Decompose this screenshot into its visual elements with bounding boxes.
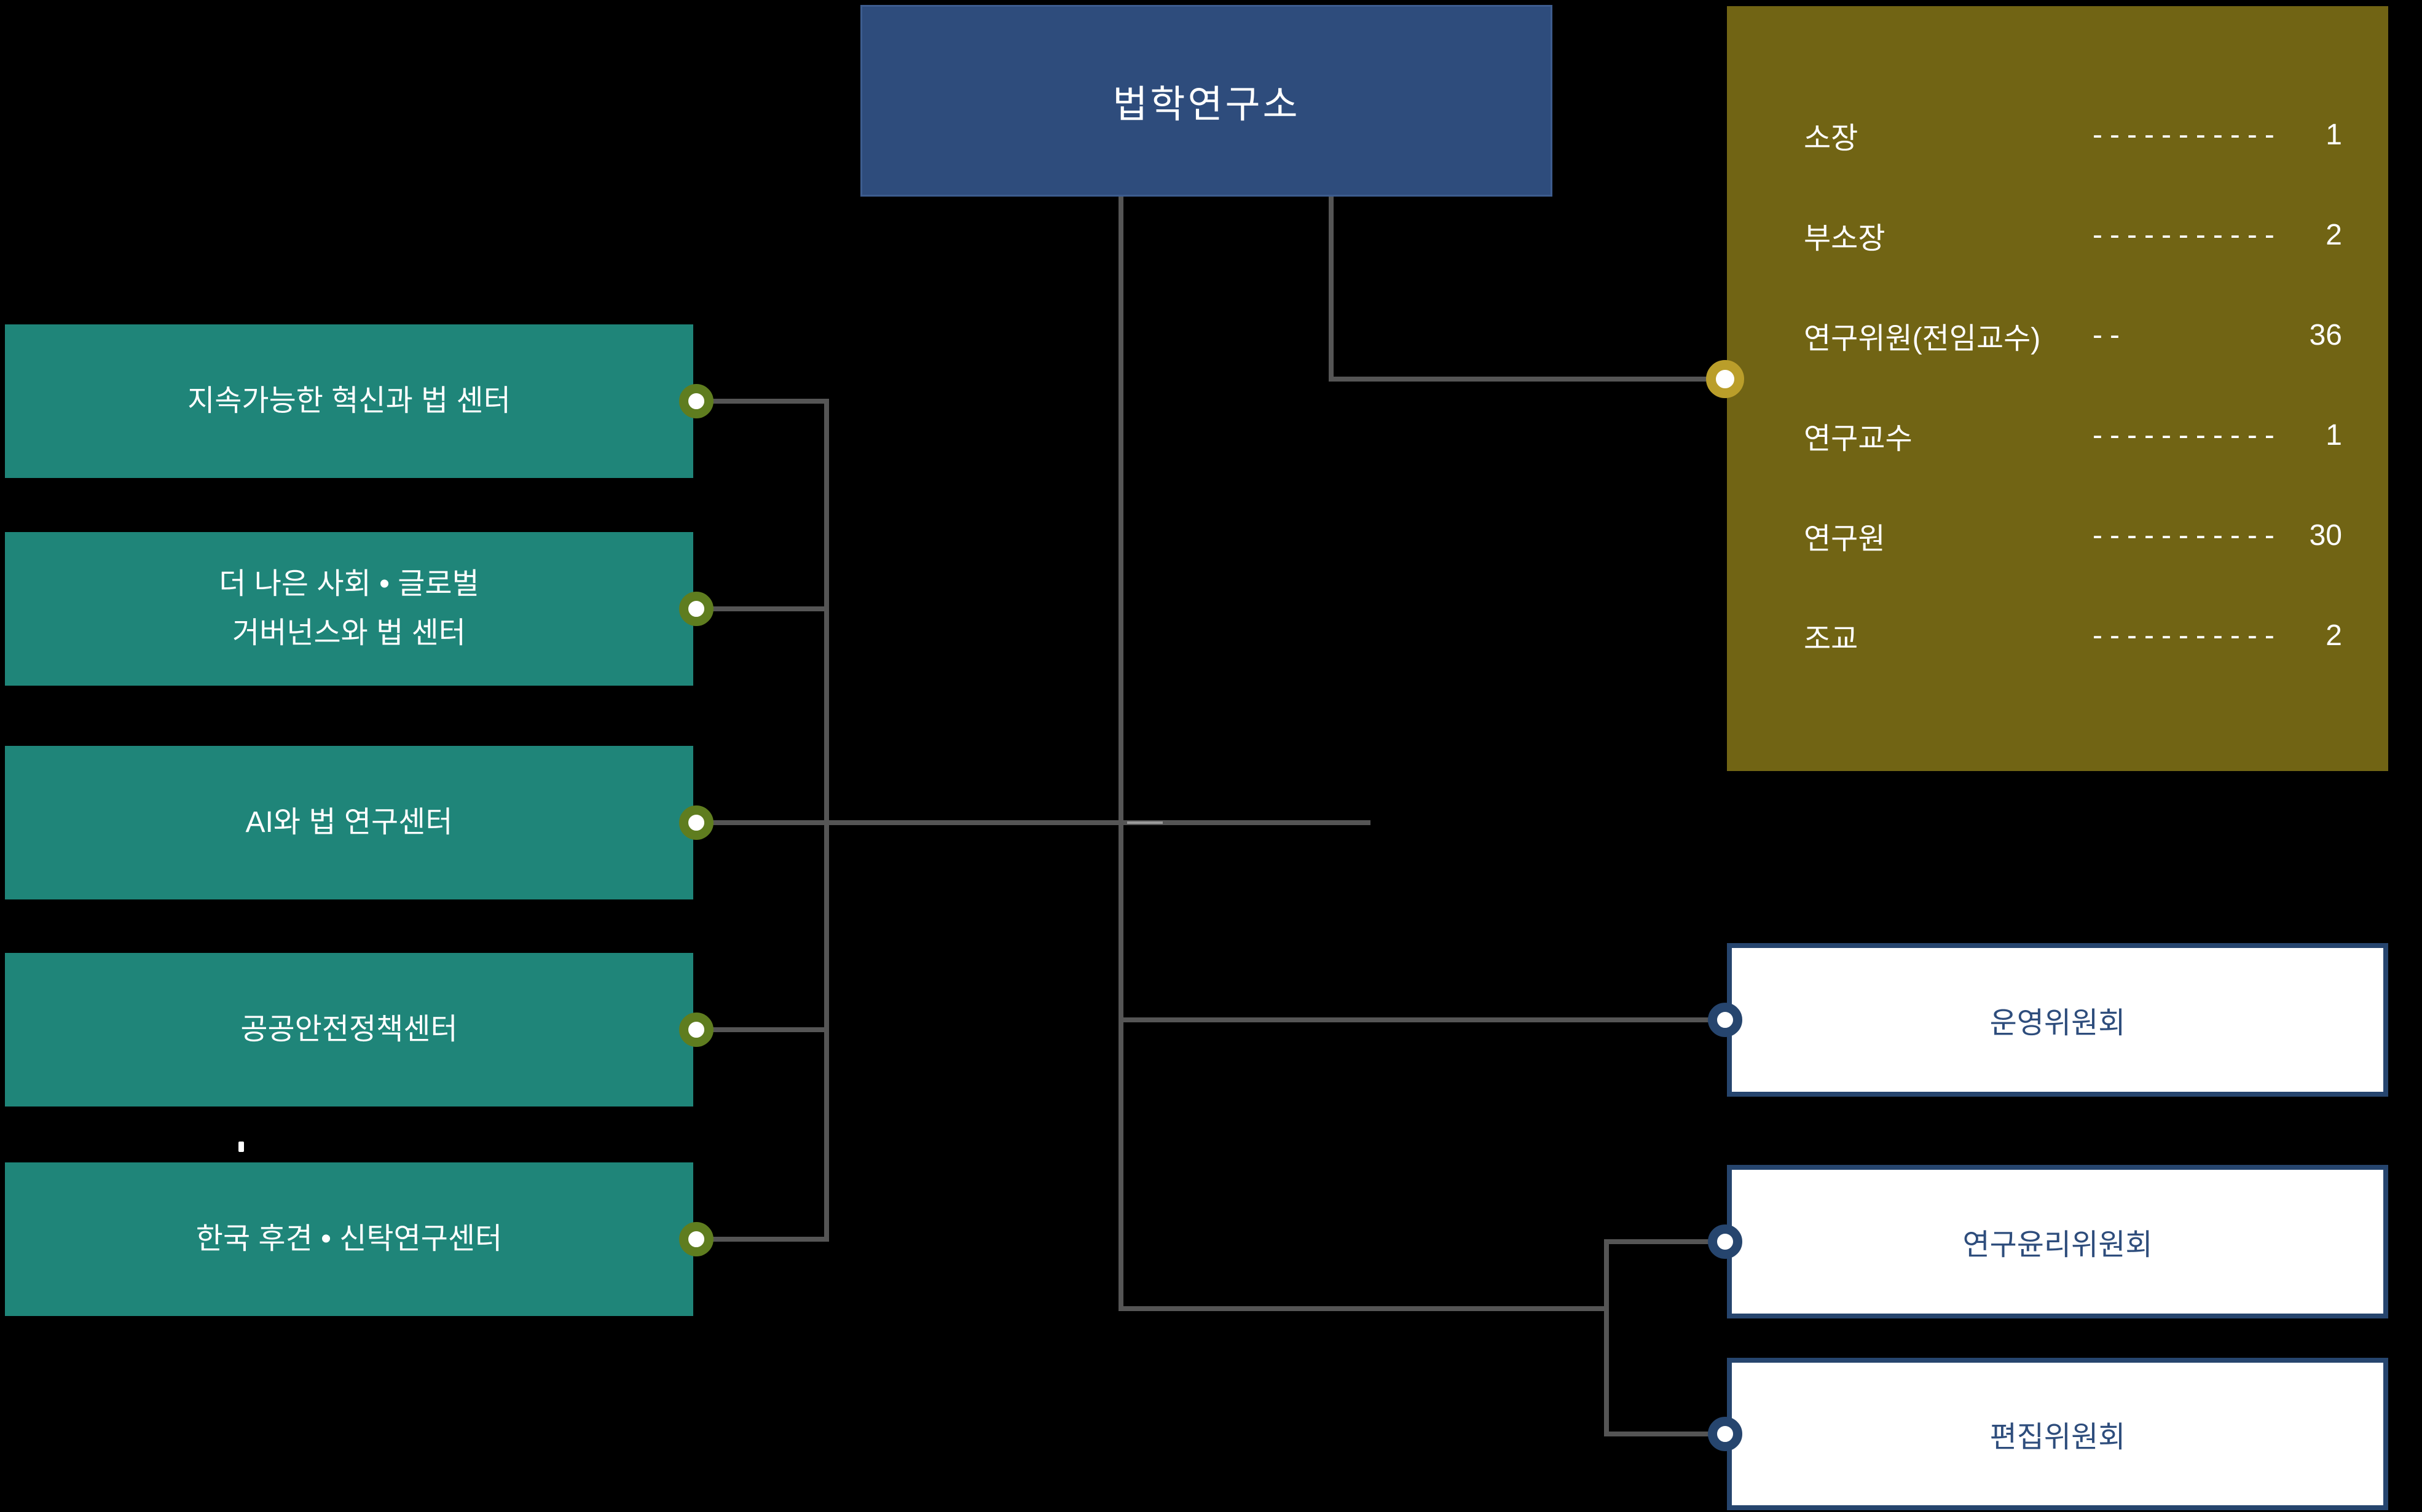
connector-dot-center-2 — [679, 592, 714, 626]
connector-dot-staff-panel — [1706, 360, 1744, 398]
connector-dot-center-5 — [679, 1222, 714, 1256]
committee-fork-vertical-line — [1604, 1239, 1609, 1436]
center-node-guardianship-trust: 한국 후견 • 신탁연구센터 — [5, 1162, 693, 1316]
staff-role-label: 조교 — [1804, 622, 1858, 656]
center-5-stub-line — [696, 1237, 827, 1242]
staff-row-dashes: --------------- — [2093, 419, 2277, 452]
staff-role-label: 연구원 — [1804, 522, 1885, 555]
staff-row-dashes: --------------- — [2093, 619, 2277, 652]
center-node-label: 한국 후견 • 신탁연구센터 — [195, 1223, 503, 1255]
staff-row-dashes: --------------- — [2093, 119, 2277, 151]
connector-dot-operating-committee — [1708, 1003, 1742, 1037]
center-node-label: 지속가능한 혁신과 법 센터 — [187, 385, 511, 417]
staff-role-count: 1 — [2326, 419, 2342, 452]
connector-dot-center-1 — [679, 384, 714, 418]
line-crossing-artifact — [1127, 821, 1163, 824]
trunk-bottom-horizontal-line — [1119, 1306, 1609, 1311]
staff-panel: 소장 --------------- 1 부소장 ---------------… — [1727, 6, 2388, 771]
connector-dot-editorial-committee — [1708, 1417, 1742, 1451]
staff-row: 연구원 --------------- 30 — [1804, 485, 2342, 586]
staff-role-count: 36 — [2309, 319, 2342, 351]
staff-role-count: 2 — [2326, 219, 2342, 251]
staff-row-dashes: --------------- — [2093, 519, 2277, 552]
operating-committee-branch-line — [1119, 1017, 1712, 1022]
center-node-label: 더 나은 사회 • 글로벌 — [219, 568, 479, 600]
artifact-speck — [238, 1142, 244, 1152]
connector-dot-center-3 — [679, 805, 714, 840]
staff-role-label: 소장 — [1804, 122, 1858, 155]
committee-node-research-ethics: 연구윤리위원회 — [1727, 1165, 2388, 1318]
root-node: 법학연구소 — [860, 5, 1552, 197]
staff-role-count: 2 — [2326, 619, 2342, 652]
staff-row: 소장 --------------- 1 — [1804, 85, 2342, 185]
center-node-sustainable-innovation: 지속가능한 혁신과 법 센터 — [5, 324, 693, 478]
staff-role-label: 연구위원(전임교수) — [1804, 322, 2041, 355]
editorial-committee-branch-line — [1604, 1432, 1712, 1436]
center-node-better-society-global-governance: 더 나은 사회 • 글로벌 거버넌스와 법 센터 — [5, 532, 693, 686]
staff-role-count: 30 — [2309, 519, 2342, 552]
staff-row: 부소장 --------------- 2 — [1804, 185, 2342, 285]
committee-node-editorial: 편집위원회 — [1727, 1358, 2388, 1510]
connector-dot-ethics-committee — [1708, 1224, 1742, 1259]
root-node-label: 법학연구소 — [1112, 84, 1300, 126]
staff-branch-horizontal-line — [1329, 377, 1710, 382]
ethics-committee-branch-line — [1604, 1239, 1712, 1244]
staff-row: 연구교수 --------------- 1 — [1804, 385, 2342, 485]
staff-row: 연구위원(전임교수) -- 36 — [1804, 285, 2342, 385]
staff-row: 조교 --------------- 2 — [1804, 586, 2342, 686]
connector-dot-center-4 — [679, 1013, 714, 1047]
center-2-stub-line — [696, 606, 827, 611]
staff-role-label: 부소장 — [1804, 222, 1885, 255]
staff-role-count: 1 — [2326, 119, 2342, 151]
committee-node-label: 편집위원회 — [1989, 1421, 2126, 1454]
center-node-label: 공공안전정책센터 — [240, 1013, 458, 1046]
center-4-stub-line — [696, 1027, 827, 1032]
trunk-vertical-line — [1119, 195, 1123, 1311]
center-node-ai-and-law: AI와 법 연구센터 — [5, 746, 693, 899]
committee-node-operating: 운영위원회 — [1727, 943, 2388, 1097]
staff-row-dashes: -- — [2093, 319, 2127, 351]
staff-branch-vertical-line — [1329, 195, 1334, 382]
center-3-connector-line — [696, 820, 1370, 825]
center-node-label: 거버넌스와 법 센터 — [232, 617, 466, 649]
committee-node-label: 연구윤리위원회 — [1962, 1229, 2153, 1261]
center-node-public-safety-policy: 공공안전정책센터 — [5, 953, 693, 1107]
staff-role-label: 연구교수 — [1804, 422, 1913, 455]
center-1-stub-line — [696, 399, 827, 404]
center-node-label: AI와 법 연구센터 — [245, 806, 453, 839]
committee-node-label: 운영위원회 — [1989, 1007, 2126, 1040]
staff-row-dashes: --------------- — [2093, 219, 2277, 251]
